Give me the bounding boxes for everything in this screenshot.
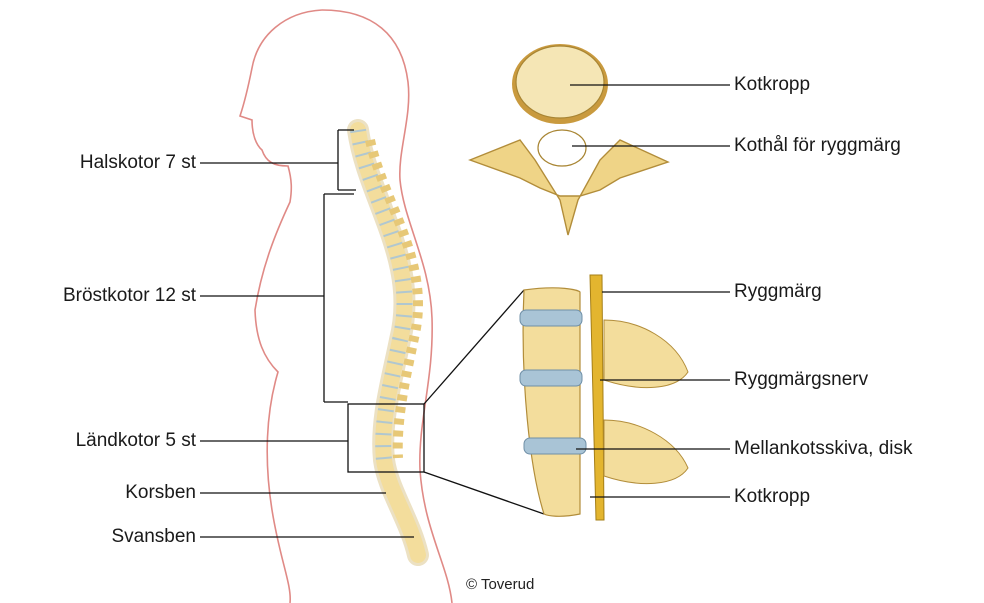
lumbar-closeup bbox=[520, 275, 688, 520]
top-vertebral-body-label: Kotkropp bbox=[734, 74, 810, 96]
spine-column bbox=[358, 130, 418, 555]
vertebra-top-view bbox=[470, 44, 668, 235]
body-silhouette-outline bbox=[240, 10, 322, 603]
bottom-vertebral-body-label: Kotkropp bbox=[734, 486, 810, 508]
spinal-nerve-label: Ryggmärgsnerv bbox=[734, 369, 868, 391]
foramen-label: Kothål för ryggmärg bbox=[734, 135, 901, 157]
body-back-outline bbox=[322, 10, 452, 603]
spinal-cord-label: Ryggmärg bbox=[734, 281, 822, 303]
sacrum-label: Korsben bbox=[0, 482, 196, 504]
thoracic-label: Bröstkotor 12 st bbox=[0, 285, 196, 307]
coccyx-label: Svansben bbox=[0, 526, 196, 548]
cervical-label: Halskotor 7 st bbox=[0, 152, 196, 174]
copyright-credit: © Toverud bbox=[466, 576, 534, 593]
disc-label: Mellankotsskiva, disk bbox=[734, 438, 912, 460]
lumbar-label: Ländkotor 5 st bbox=[0, 430, 196, 452]
